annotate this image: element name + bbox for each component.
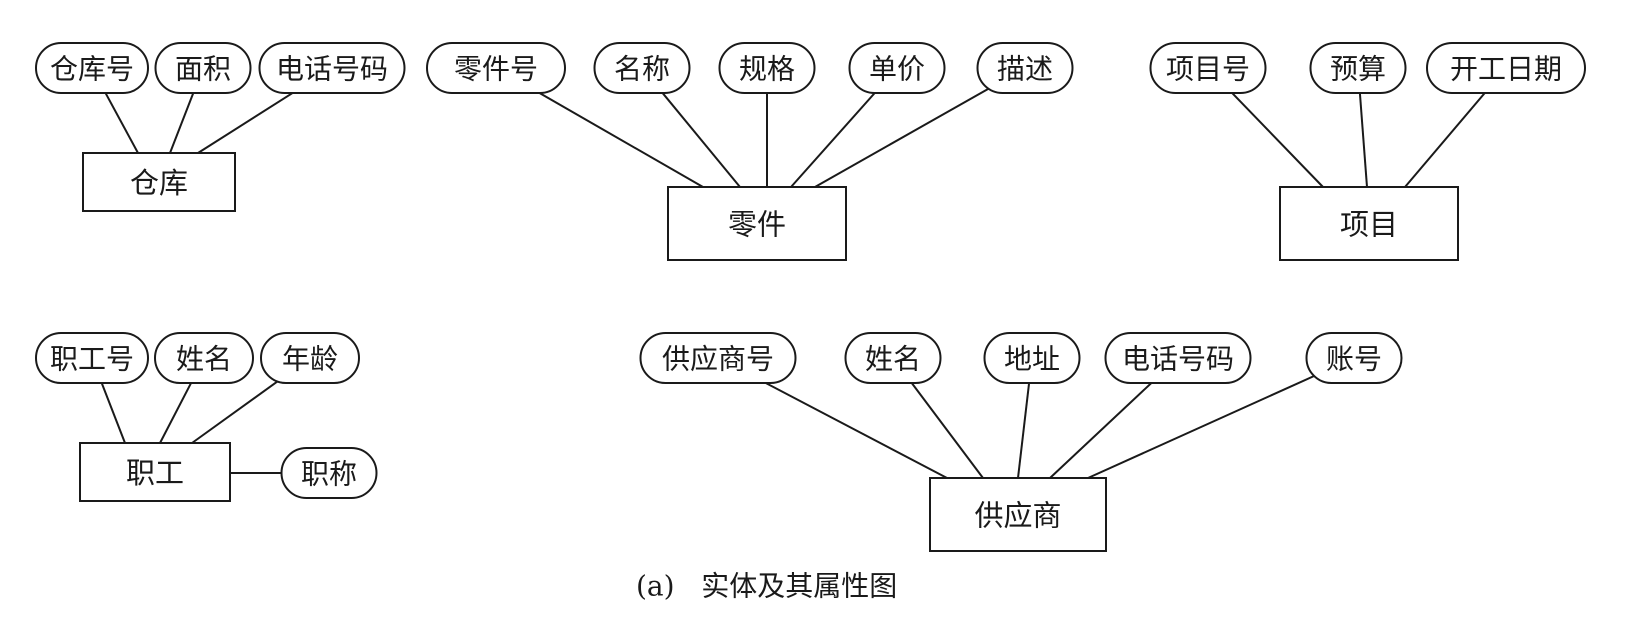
attribute-label: 账号 [1326,343,1382,376]
entity-node-supplier: 供应商 [929,477,1107,552]
attribute-label: 单价 [869,53,925,86]
edge-supplier-attr-4 [1087,373,1319,479]
attribute-node-part-1: 名称 [593,42,691,94]
attribute-ellipse [1104,332,1252,384]
attribute-label: 电话号码 [276,53,388,86]
attribute-node-employee-3: 职称 [280,447,378,499]
edge-supplier-attr-3 [1049,380,1154,479]
attribute-node-employee-1: 姓名 [154,332,254,384]
attribute-label: 供应商号 [662,343,774,376]
entity-node-part: 零件 [667,186,847,261]
attribute-label: 面积 [175,53,231,86]
attribute-label: 年龄 [282,343,338,376]
attribute-node-part-3: 单价 [848,42,946,94]
edge-project-attr-0 [1229,90,1324,188]
attribute-label: 预算 [1330,53,1386,86]
attribute-label: 仓库号 [50,53,134,86]
entity-label: 供应商 [974,499,1061,533]
entity-node-warehouse: 仓库 [82,152,236,212]
attribute-ellipse [1305,332,1403,384]
attribute-ellipse [1426,42,1586,94]
attribute-node-project-0: 项目号 [1149,42,1267,94]
entity-label: 零件 [728,208,786,242]
attribute-ellipse [154,332,254,384]
diagram-caption: (a) 实体及其属性图 [636,570,897,603]
attribute-ellipse [593,42,691,94]
attribute-node-part-4: 描述 [976,42,1074,94]
attribute-ellipse [1149,42,1267,94]
attribute-ellipse [426,42,566,94]
attribute-node-supplier-2: 地址 [983,332,1081,384]
attribute-ellipse [35,42,149,94]
entity-label: 仓库 [130,166,188,200]
edge-employee-attr-1 [159,381,193,444]
edge-employee-attr-0 [100,382,126,444]
attribute-node-warehouse-0: 仓库号 [35,42,149,94]
attribute-ellipse [154,42,252,94]
edge-supplier-attr-0 [758,378,948,479]
attribute-node-supplier-4: 账号 [1305,332,1403,384]
edge-project-attr-2 [1404,91,1487,188]
attribute-ellipse [280,447,378,499]
attribute-node-warehouse-1: 面积 [154,42,252,94]
attribute-label: 规格 [739,53,795,86]
attribute-node-employee-0: 职工号 [35,332,149,384]
attribute-label: 姓名 [176,343,232,376]
edge-employee-attr-2 [191,377,283,444]
attribute-node-project-1: 预算 [1309,42,1407,94]
attribute-label: 地址 [1004,343,1060,376]
attribute-label: 电话号码 [1122,343,1234,376]
edges-layer [100,85,1487,479]
attribute-ellipse [848,42,946,94]
attribute-node-part-2: 规格 [718,42,816,94]
attribute-label: 项目号 [1166,53,1250,86]
attribute-ellipse [844,332,942,384]
attribute-node-warehouse-2: 电话号码 [258,42,406,94]
entity-node-employee: 职工 [79,442,231,502]
entity-box [929,477,1107,552]
edge-part-attr-4 [814,85,994,188]
entity-box [1279,186,1459,261]
edge-part-attr-0 [532,88,704,188]
edge-warehouse-attr-1 [169,92,195,154]
attribute-ellipse [983,332,1081,384]
entity-box [667,186,847,261]
attribute-ellipse [35,332,149,384]
edge-supplier-attr-1 [909,380,984,479]
attribute-label: 姓名 [865,343,921,376]
shapes-layer: 仓库号面积电话号码仓库零件号名称规格单价描述零件项目号预算开工日期项目职工号姓名… [35,42,1586,552]
attribute-ellipse [258,42,406,94]
attribute-label: 零件号 [454,53,538,86]
edge-part-attr-1 [660,90,741,188]
attribute-label: 开工日期 [1450,53,1562,86]
attribute-node-employee-2: 年龄 [260,332,360,384]
attribute-label: 描述 [997,53,1053,86]
attribute-label: 职称 [301,458,357,491]
attribute-ellipse [1309,42,1407,94]
edge-warehouse-attr-2 [197,89,298,154]
attribute-ellipse [718,42,816,94]
edge-warehouse-attr-0 [104,91,139,154]
edge-supplier-attr-2 [1017,382,1031,479]
attribute-ellipse [260,332,360,384]
attribute-node-project-2: 开工日期 [1426,42,1586,94]
attribute-node-supplier-1: 姓名 [844,332,942,384]
attribute-node-part-0: 零件号 [426,42,566,94]
entity-box [79,442,231,502]
attribute-label: 名称 [614,53,670,86]
entity-label: 职工 [126,456,184,490]
attribute-ellipse [639,332,797,384]
edge-project-attr-1 [1358,92,1368,188]
entity-label: 项目 [1340,208,1398,242]
attribute-node-supplier-3: 电话号码 [1104,332,1252,384]
attribute-node-supplier-0: 供应商号 [639,332,797,384]
entity-box [82,152,236,212]
edge-part-attr-3 [790,89,878,188]
entity-node-project: 项目 [1279,186,1459,261]
attribute-ellipse [976,42,1074,94]
attribute-label: 职工号 [50,343,134,376]
